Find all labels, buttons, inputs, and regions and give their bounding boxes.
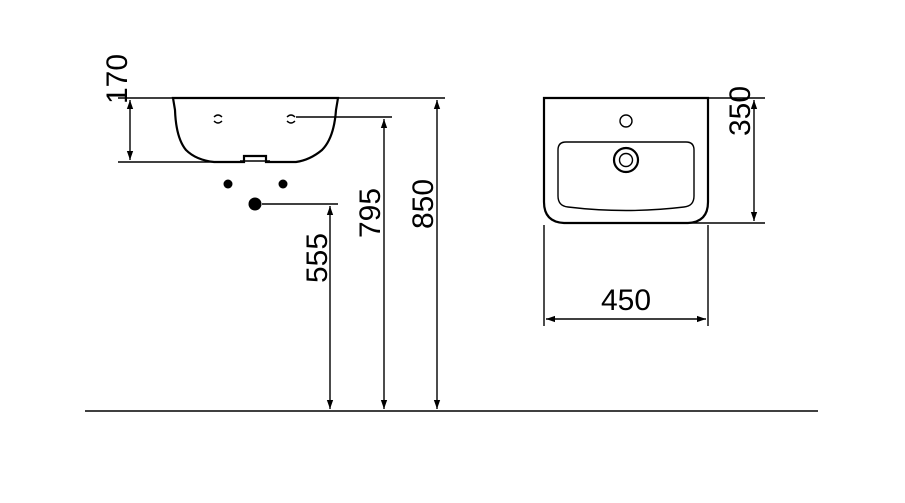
mounting-hole-left-icon <box>213 114 223 124</box>
dimension-350: 350 <box>688 86 765 224</box>
dimension-label-rim-height: 850 <box>407 179 440 229</box>
mounting-hole-right-icon <box>286 114 296 124</box>
side-view <box>171 96 340 211</box>
dimension-850: 850 <box>407 100 441 409</box>
drain-inner-icon <box>618 152 634 168</box>
dimension-170: 170 <box>101 54 445 163</box>
dimension-555: 555 <box>262 203 338 409</box>
tap-hole-icon <box>619 114 633 128</box>
dimension-label-drain-height: 555 <box>301 233 334 283</box>
dimension-450: 450 <box>543 225 709 326</box>
dimension-795: 795 <box>296 116 392 409</box>
supply-point-left-icon <box>223 179 233 189</box>
drain-outer-icon <box>612 146 640 174</box>
top-view <box>542 96 710 225</box>
drain-point-icon <box>248 197 262 211</box>
dimension-label-basin-width: 450 <box>601 284 651 317</box>
dimension-label-hole-height: 795 <box>354 188 387 238</box>
basin-side-outline <box>171 96 340 164</box>
basin-bowl-outline <box>557 141 695 212</box>
dimension-label-basin-depth: 350 <box>724 86 757 136</box>
basin-top-outline <box>542 96 710 225</box>
dimension-label-basin-height: 170 <box>101 54 134 104</box>
supply-point-right-icon <box>278 179 288 189</box>
